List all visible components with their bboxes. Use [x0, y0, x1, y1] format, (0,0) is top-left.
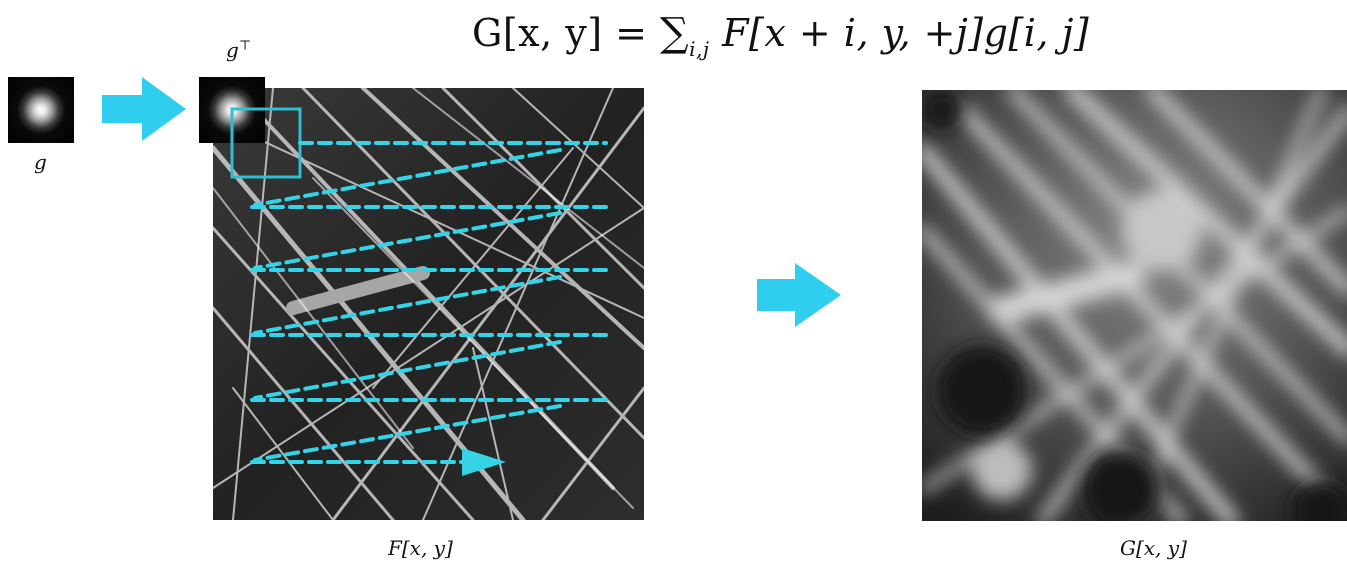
input-image-f: [213, 88, 644, 520]
scan-end-arrowhead: [462, 448, 506, 476]
sum-subscript: i,j: [689, 37, 710, 61]
kernel-gT-sup: ⊤: [238, 38, 252, 54]
scan-return: [253, 148, 562, 207]
blurred-texture: [922, 90, 1347, 521]
formula-rhs: F[x + i, y, +j]g[i, j]: [709, 11, 1090, 55]
sliding-window-box: [230, 107, 302, 179]
right-arrow-icon: [757, 263, 841, 327]
kernel-g-label: g: [34, 150, 47, 174]
scan-return: [253, 404, 562, 462]
kernel-gT-letter: g: [226, 38, 239, 62]
output-image-label: G[x, y]: [1120, 536, 1187, 560]
grass-texture: [213, 88, 644, 520]
output-image-g: [922, 90, 1347, 521]
scan-return: [253, 211, 562, 270]
right-arrow-icon: [102, 77, 186, 141]
sum-symbol: ∑: [660, 10, 690, 56]
kernel-gT-label: g⊤: [226, 38, 251, 62]
formula-lhs: G[x, y] =: [472, 11, 661, 55]
kernel-g-image: [8, 77, 74, 143]
input-image-label: F[x, y]: [388, 536, 453, 560]
scan-return: [253, 275, 562, 335]
scan-return: [253, 340, 562, 400]
convolution-formula: G[x, y] = ∑i,j F[x + i, y, +j]g[i, j]: [472, 10, 1089, 61]
